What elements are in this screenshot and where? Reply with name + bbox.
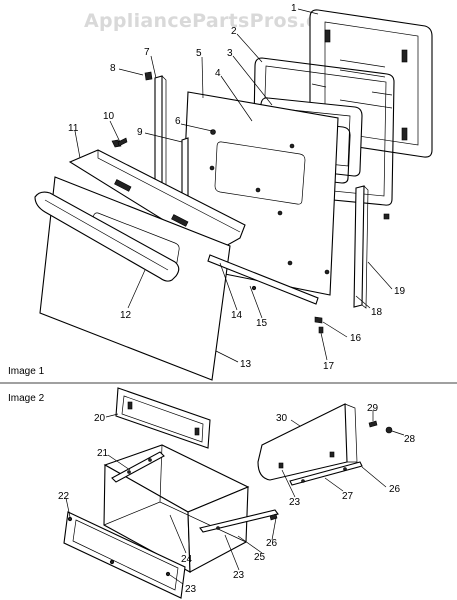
callout-26-right: 26 — [389, 484, 401, 495]
leader-lines-image2 — [65, 410, 405, 585]
drawer-bottom-rail — [289, 461, 363, 486]
callout-7: 7 — [144, 47, 150, 58]
callout-17: 17 — [323, 361, 335, 372]
callout-4: 4 — [215, 68, 221, 79]
hinge-hardware — [314, 316, 324, 334]
callout-30: 30 — [276, 413, 288, 424]
side-trim-strip — [181, 137, 189, 199]
callouts-image2: 20 21 22 23 24 25 26 23 23 26 27 28 29 3… — [58, 403, 416, 595]
door-bottom-trim — [207, 254, 319, 305]
callout-23-bottom: 23 — [185, 584, 197, 595]
callout-2: 2 — [231, 26, 237, 37]
callout-16: 16 — [350, 333, 362, 344]
callout-14: 14 — [231, 310, 243, 321]
callouts-image1: 1 2 3 4 5 6 7 8 9 10 11 12 13 14 15 16 1… — [68, 3, 406, 372]
drawer-rail-right — [199, 509, 279, 533]
oven-door-assembly: 1 2 3 4 5 6 7 8 9 10 11 12 13 14 15 16 1… — [8, 3, 433, 381]
callout-27: 27 — [342, 491, 354, 502]
callout-28: 28 — [404, 434, 416, 445]
drawer-front-panel — [63, 511, 186, 599]
right-door-channel — [353, 185, 390, 309]
callout-21: 21 — [97, 448, 109, 459]
callout-6: 6 — [175, 116, 181, 127]
drawer-rail-left — [111, 451, 165, 483]
callout-1: 1 — [291, 3, 297, 14]
drawer-assembly: 20 21 22 23 24 25 26 23 23 26 27 28 29 3… — [8, 387, 416, 599]
callout-19: 19 — [394, 286, 406, 297]
callout-20: 20 — [94, 413, 106, 424]
callout-23-mid: 23 — [233, 570, 245, 581]
nut-icon — [385, 426, 393, 434]
callout-15: 15 — [256, 318, 268, 329]
callout-13: 13 — [240, 359, 252, 370]
callout-10: 10 — [103, 111, 115, 122]
screw-icon — [368, 420, 378, 428]
callout-24: 24 — [181, 554, 193, 565]
watermark: AppliancePartsPros.com — [84, 10, 351, 32]
callout-23-right: 23 — [289, 497, 301, 508]
drawer-side-cover — [257, 403, 358, 481]
callout-8: 8 — [110, 63, 116, 74]
callout-22: 22 — [58, 491, 70, 502]
callout-11: 11 — [68, 123, 79, 134]
callout-3: 3 — [227, 48, 233, 59]
callout-26-left: 26 — [266, 538, 278, 549]
section-label-image1: Image 1 — [8, 366, 45, 377]
screw-icon — [117, 137, 128, 147]
callout-9: 9 — [137, 127, 143, 138]
door-handle — [34, 191, 180, 282]
drawer-back-panel — [115, 387, 211, 449]
callout-29: 29 — [367, 403, 379, 414]
callout-12: 12 — [120, 310, 132, 321]
leader-lines-image1 — [74, 8, 393, 363]
callout-18: 18 — [371, 307, 383, 318]
section-label-image2: Image 2 — [8, 393, 45, 404]
callout-5: 5 — [196, 48, 202, 59]
callout-25: 25 — [254, 552, 266, 563]
